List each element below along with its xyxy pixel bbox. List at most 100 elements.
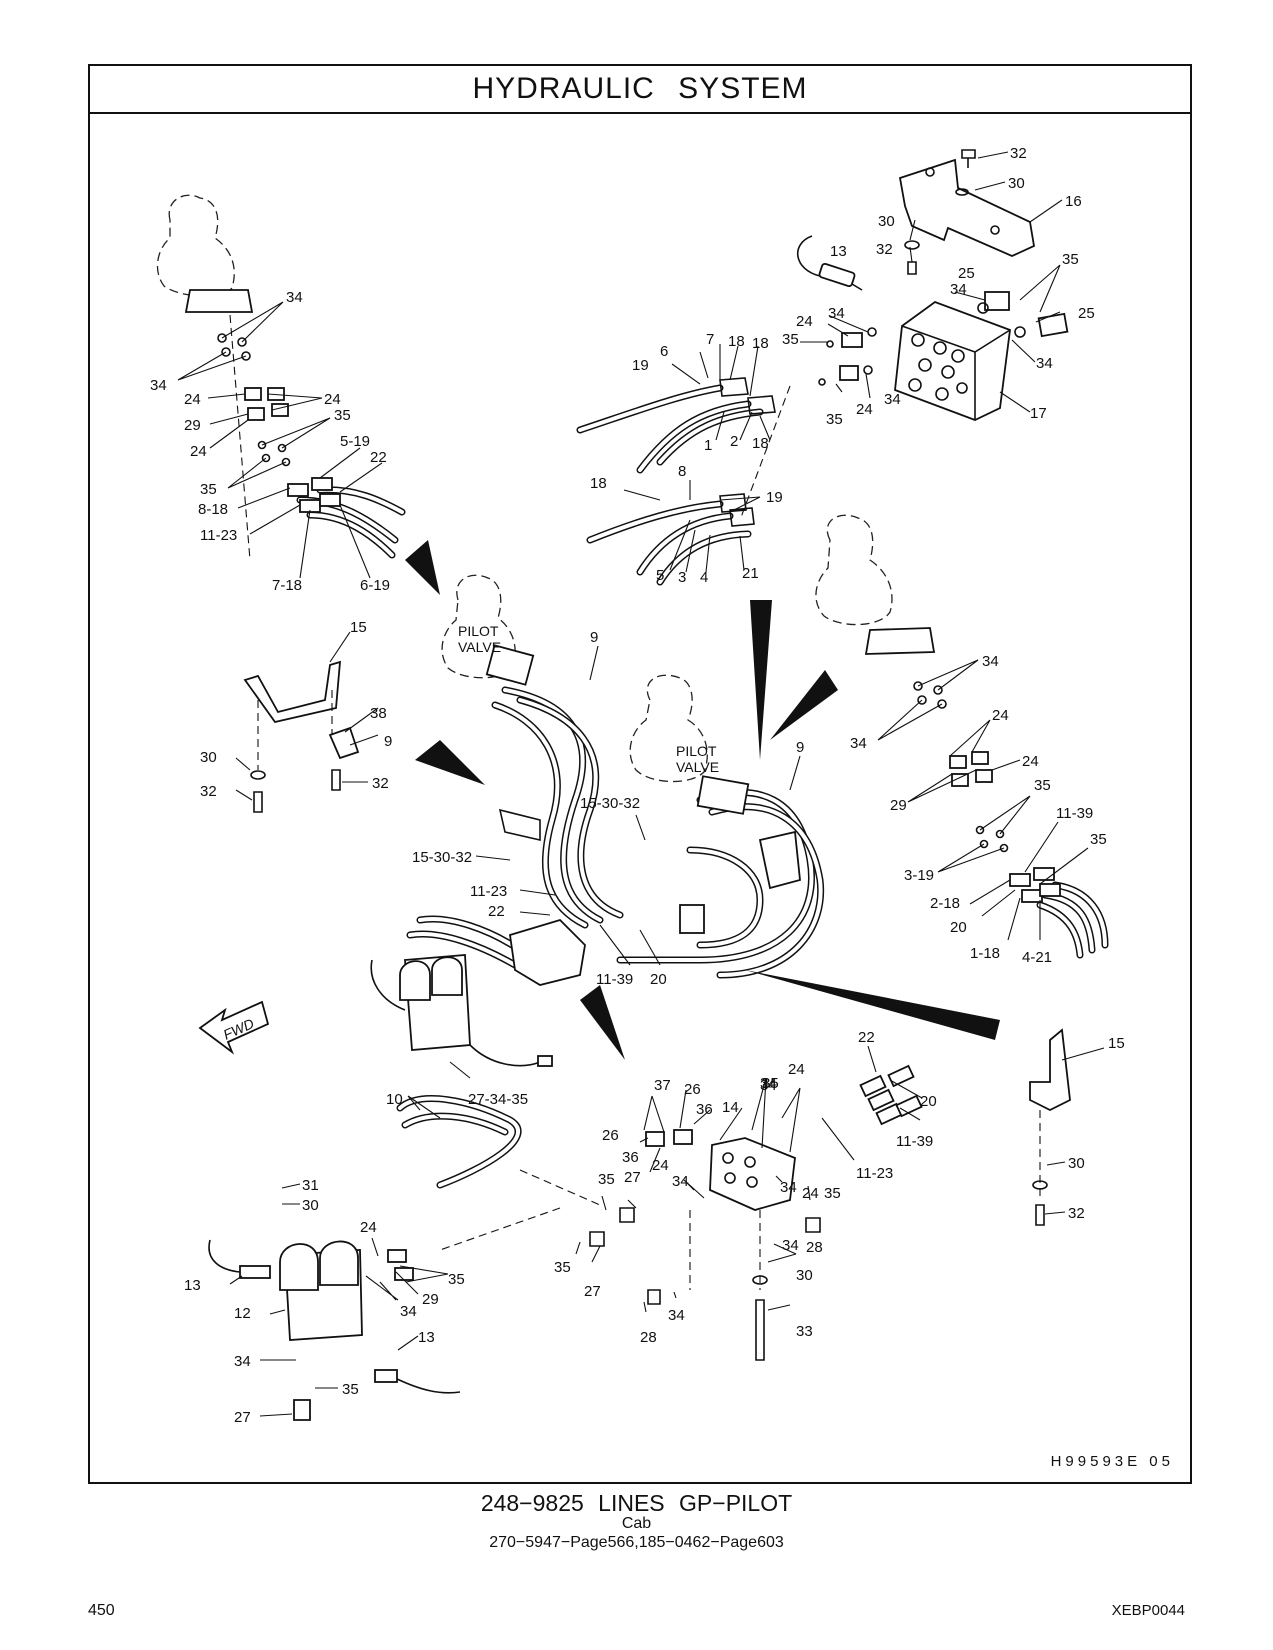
- svg-text:34: 34: [234, 1353, 251, 1370]
- mounting-bracket-16: [898, 149, 1036, 275]
- bracket-15-right: [1029, 1028, 1071, 1226]
- valve-unit-center-left: [370, 954, 553, 1067]
- svg-text:27: 27: [234, 1409, 251, 1426]
- svg-text:32: 32: [1068, 1205, 1085, 1222]
- caption-main: 248−9825 LINES GP−PILOT: [480, 1490, 793, 1516]
- svg-text:26: 26: [684, 1081, 701, 1098]
- svg-text:22: 22: [488, 903, 505, 920]
- svg-text:18: 18: [590, 475, 607, 492]
- svg-text:4-21: 4-21: [1022, 949, 1052, 966]
- svg-text:31: 31: [302, 1177, 319, 1194]
- svg-text:20: 20: [650, 971, 667, 988]
- svg-text:35: 35: [1034, 777, 1051, 794]
- svg-text:9: 9: [796, 739, 804, 756]
- svg-text:24: 24: [992, 707, 1009, 724]
- svg-text:30: 30: [1008, 175, 1025, 192]
- svg-text:34: 34: [1036, 355, 1053, 372]
- forward-direction-arrow: FWD: [198, 1000, 270, 1055]
- svg-text:34: 34: [982, 653, 999, 670]
- drawing-id: H99593E 05: [1050, 1453, 1174, 1470]
- leader-lines: [177, 151, 1105, 1417]
- hoses-lower-right: [859, 1064, 923, 1126]
- svg-text:35: 35: [826, 411, 843, 428]
- svg-text:15-30-32: 15-30-32: [580, 795, 640, 812]
- svg-text:24: 24: [324, 391, 341, 408]
- svg-text:30: 30: [200, 749, 217, 766]
- svg-text:18: 18: [752, 435, 769, 452]
- svg-text:28: 28: [640, 1329, 657, 1346]
- svg-text:11-39: 11-39: [896, 1133, 933, 1150]
- svg-text:24: 24: [788, 1061, 805, 1078]
- pilot-valve-top-right: [815, 514, 1109, 959]
- svg-text:PILOT: PILOT: [458, 623, 499, 639]
- svg-text:34: 34: [672, 1173, 689, 1190]
- svg-text:34: 34: [884, 391, 901, 408]
- svg-text:35: 35: [1090, 831, 1107, 848]
- svg-text:20: 20: [950, 919, 967, 936]
- svg-text:7-18: 7-18: [272, 577, 302, 594]
- svg-text:12: 12: [234, 1305, 251, 1322]
- svg-text:6: 6: [660, 343, 668, 360]
- svg-text:8: 8: [678, 463, 686, 480]
- svg-text:16: 16: [1065, 193, 1082, 210]
- svg-text:34: 34: [668, 1307, 685, 1324]
- fittings-24-25: [818, 291, 1069, 386]
- svg-text:24: 24: [184, 391, 201, 408]
- svg-text:34: 34: [760, 1075, 777, 1092]
- svg-text:24: 24: [796, 313, 813, 330]
- sensor-13-top: [796, 235, 863, 291]
- page-number: 450: [88, 1602, 115, 1619]
- svg-text:21: 21: [742, 565, 759, 582]
- svg-text:3-19: 3-19: [904, 867, 934, 884]
- svg-text:18: 18: [728, 333, 745, 350]
- svg-text:26: 26: [602, 1127, 619, 1144]
- valve-unit-12: [208, 1095, 601, 1421]
- svg-text:13: 13: [830, 243, 847, 260]
- svg-text:33: 33: [796, 1323, 813, 1340]
- valve-block-14: [589, 1129, 821, 1361]
- svg-text:34: 34: [760, 1077, 777, 1094]
- svg-text:19: 19: [766, 489, 783, 506]
- svg-text:32: 32: [200, 783, 217, 800]
- svg-text:15-30-32: 15-30-32: [412, 849, 472, 866]
- svg-text:24: 24: [856, 401, 873, 418]
- svg-text:35: 35: [334, 407, 351, 424]
- svg-text:36: 36: [622, 1149, 639, 1166]
- svg-text:35: 35: [598, 1171, 615, 1188]
- svg-text:15: 15: [350, 619, 367, 636]
- svg-text:VALVE: VALVE: [458, 639, 501, 655]
- svg-text:15: 15: [1108, 1035, 1125, 1052]
- svg-text:8-18: 8-18: [198, 501, 228, 518]
- svg-text:7: 7: [706, 331, 714, 348]
- svg-text:35: 35: [782, 331, 799, 348]
- page-title: HYDRAULIC SYSTEM: [90, 66, 1190, 114]
- svg-text:4: 4: [700, 569, 708, 586]
- svg-text:34: 34: [400, 1303, 417, 1320]
- svg-text:11-39: 11-39: [1056, 805, 1093, 822]
- svg-text:32: 32: [876, 241, 893, 258]
- svg-text:30: 30: [796, 1267, 813, 1284]
- svg-text:28: 28: [806, 1239, 823, 1256]
- svg-text:35: 35: [554, 1259, 571, 1276]
- svg-text:24: 24: [652, 1157, 669, 1174]
- valve-block-17: [894, 300, 1011, 421]
- svg-text:3: 3: [678, 569, 686, 586]
- svg-text:30: 30: [302, 1197, 319, 1214]
- svg-text:34: 34: [828, 305, 845, 322]
- svg-text:24: 24: [1022, 753, 1039, 770]
- svg-text:35: 35: [1062, 251, 1079, 268]
- svg-text:2-18: 2-18: [930, 895, 960, 912]
- svg-text:24: 24: [190, 443, 207, 460]
- svg-text:27-34-35: 27-34-35: [468, 1091, 528, 1108]
- svg-text:18: 18: [752, 335, 769, 352]
- svg-text:30: 30: [1068, 1155, 1085, 1172]
- svg-text:35: 35: [762, 1075, 779, 1092]
- svg-text:19: 19: [632, 357, 649, 374]
- svg-text:38: 38: [370, 705, 387, 722]
- diagram-frame: HYDRAULIC SYSTEM H99593E 05: [88, 64, 1192, 1484]
- svg-text:35: 35: [824, 1185, 841, 1202]
- svg-text:5-19: 5-19: [340, 433, 370, 450]
- svg-text:22: 22: [370, 449, 387, 466]
- svg-text:9: 9: [590, 629, 598, 646]
- svg-text:11-23: 11-23: [470, 883, 507, 900]
